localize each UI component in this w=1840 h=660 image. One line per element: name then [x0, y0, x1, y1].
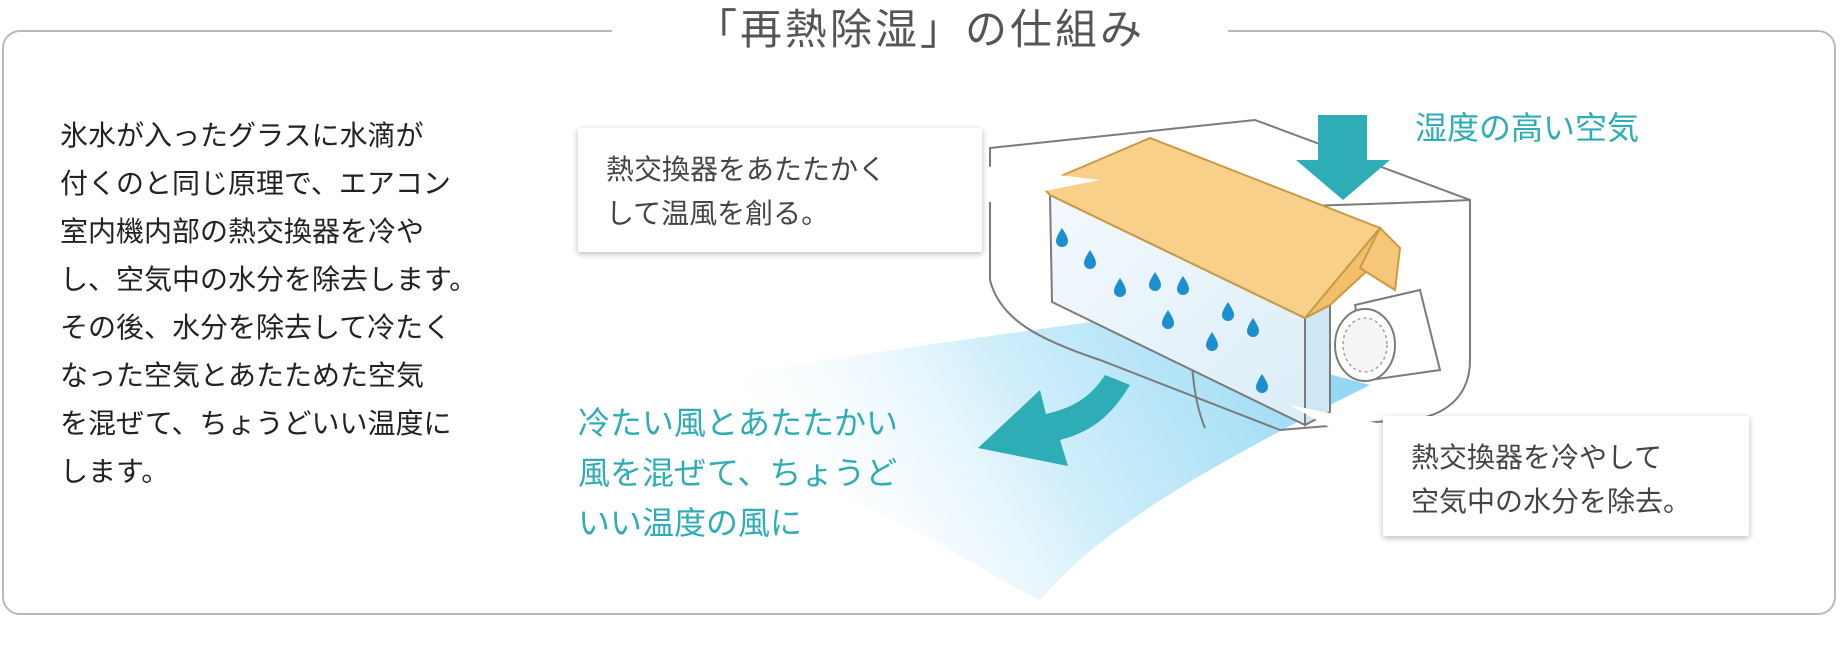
description-line: 室内機内部の熱交換器を冷や — [60, 215, 425, 248]
page-title: 「再熱除湿」の仕組み — [612, 0, 1228, 60]
callout-heater: 熱交換器をあたたかく して温風を創る。 — [578, 128, 982, 252]
water-drop-icon — [1084, 250, 1096, 269]
water-drop-icon — [1256, 374, 1268, 393]
curved-arrow-icon — [978, 375, 1130, 466]
description-line: その後、水分を除去して冷たく — [60, 311, 452, 344]
warm-heat-exchanger — [1038, 136, 1402, 320]
mixed-air-line: 風を混ぜて、ちょうど — [578, 454, 898, 492]
down-arrow-icon — [1296, 115, 1390, 200]
water-drop-icon — [1206, 332, 1218, 351]
fan-roller-icon — [1334, 288, 1442, 382]
mixed-air-line: いい温度の風に — [578, 504, 803, 542]
humid-air-label: 湿度の高い空気 — [1415, 109, 1640, 147]
callout-cooler-line: 空気中の水分を除去。 — [1411, 485, 1692, 518]
water-drop-icon — [1177, 276, 1189, 295]
callout-cooler: 熱交換器を冷やして 空気中の水分を除去。 — [1383, 416, 1749, 536]
description-line: し、空気中の水分を除去します。 — [60, 263, 478, 296]
mixed-air-label: 冷たい風とあたたかい 風を混ぜて、ちょうど いい温度の風に — [578, 398, 898, 548]
description-line: します。 — [60, 455, 170, 488]
description-text: 氷水が入ったグラスに水滴が 付くのと同じ原理で、エアコン 室内機内部の熱交換器を… — [60, 112, 530, 496]
callout-heater-line: して温風を創る。 — [606, 197, 830, 230]
description-line: 氷水が入ったグラスに水滴が — [60, 119, 424, 152]
cool-heat-exchanger-side — [1304, 303, 1331, 427]
water-drop-icon — [1114, 278, 1126, 297]
callout-heater-line: 熱交換器をあたたかく — [606, 153, 887, 186]
mixed-air-line: 冷たい風とあたたかい — [578, 404, 899, 442]
callout-heater-pointer — [975, 165, 1100, 205]
aircon-unit-outline — [989, 118, 1471, 432]
water-drops — [1056, 228, 1268, 393]
water-drop-icon — [1247, 318, 1259, 337]
water-drop-icon — [1056, 228, 1068, 247]
water-drop-icon — [1222, 302, 1234, 321]
water-drop-icon — [1162, 310, 1174, 329]
description-line: なった空気とあたためた空気 — [60, 359, 425, 392]
description-line: 付くのと同じ原理で、エアコン — [60, 167, 451, 200]
callout-cooler-line: 熱交換器を冷やして — [1411, 441, 1663, 474]
water-drop-icon — [1149, 272, 1161, 291]
description-line: を混ぜて、ちょうどいい温度に — [60, 407, 452, 440]
